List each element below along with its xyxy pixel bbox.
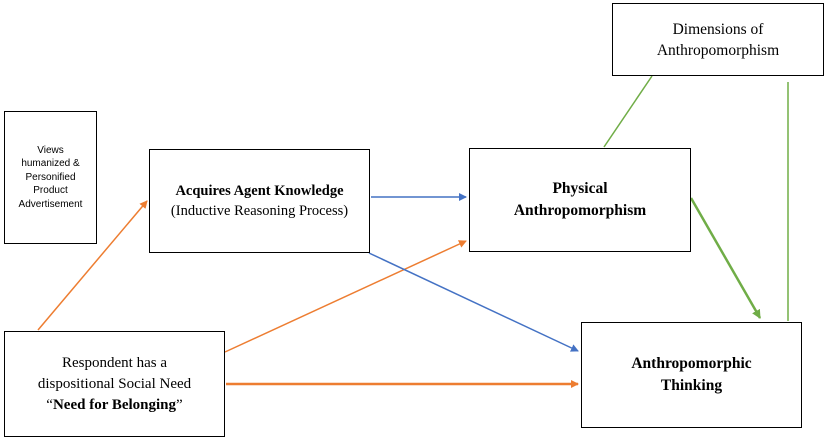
close-quote: ” [176, 396, 183, 413]
views-line-3: Personified [25, 171, 76, 183]
respondent-line-1: Respondent has a [62, 354, 167, 371]
respondent-line-3: “Need for Belonging” [46, 395, 182, 416]
arrow-respondent-to-agent [37, 200, 148, 331]
respondent-line-2: dispositional Social Need [37, 375, 192, 392]
agent-knowledge-subtitle: (Inductive Reasoning Process) [170, 203, 349, 219]
views-line-1: Views [37, 144, 64, 156]
physical-line-2: Anthropomorphism [513, 202, 647, 219]
dimensions-of-anthropomorphism-box: Dimensions of Anthropomorphism [612, 3, 824, 76]
views-advertisement-box: Views humanized & Personified Product Ad… [4, 111, 97, 244]
dimensions-line-1: Dimensions of [672, 20, 764, 38]
respondent-social-need-box: Respondent has a dispositional Social Ne… [4, 331, 225, 437]
need-for-belonging-label: Need for Belonging [52, 396, 177, 413]
agent-knowledge-title: Acquires Agent Knowledge [175, 183, 344, 199]
thinking-line-1: Anthropomorphic [631, 355, 752, 372]
physical-line-1: Physical [552, 180, 608, 197]
arrow-respondent-to-physical [224, 240, 467, 353]
views-line-5: Advertisement [18, 198, 83, 210]
agent-knowledge-box: Acquires Agent Knowledge (Inductive Reas… [149, 149, 370, 253]
arrow-physical-to-thinking [689, 197, 762, 319]
open-quote: “ [46, 396, 53, 413]
anthropomorphic-thinking-box: Anthropomorphic Thinking [581, 322, 802, 428]
connector-dimensions-to-physical [603, 75, 653, 148]
views-line-4: Product [33, 185, 68, 197]
dimensions-line-2: Anthropomorphism [656, 41, 780, 59]
physical-anthropomorphism-box: Physical Anthropomorphism [469, 148, 691, 252]
views-line-2: humanized & [21, 158, 80, 170]
arrow-agent-to-thinking [368, 252, 579, 352]
thinking-line-2: Thinking [660, 377, 723, 394]
